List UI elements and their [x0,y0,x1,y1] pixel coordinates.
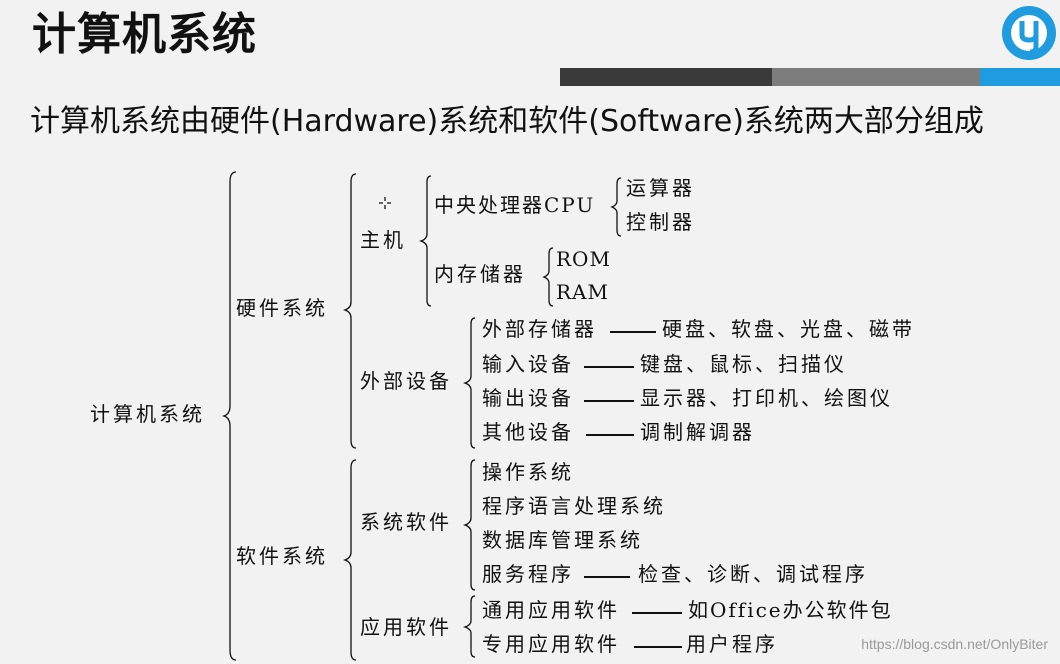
peripheral-examples: 显示器、打印机、绘图仪 [640,386,893,410]
peripheral-examples: 键盘、鼠标、扫描仪 [640,352,847,376]
connector-line [634,646,682,648]
system-software-item: 数据库管理系统 [482,528,643,552]
peripheral-item: 输出设备 [482,386,574,410]
application-software-brace [462,595,476,658]
peripheral-examples: 硬盘、软盘、光盘、磁带 [662,317,915,341]
system-software-examples: 检查、诊断、调试程序 [638,562,868,586]
memory-node: 内存储器 [434,262,526,286]
application-software-item: 专用应用软件 [482,632,620,656]
connector-line [632,612,682,614]
application-software-examples: 如Office办公软件包 [688,598,893,622]
host-node: 主机 [360,228,406,252]
connector-line [584,576,630,578]
memory-brace [542,247,554,307]
system-software-brace [462,459,476,591]
connector-line [584,366,634,368]
host-brace [418,175,432,307]
application-software-item: 通用应用软件 [482,598,620,622]
peripheral-item: 外部存储器 [482,317,597,341]
peripheral-item: 其他设备 [482,420,574,444]
system-software-item: 操作系统 [482,460,574,484]
watermark-text: https://blog.csdn.net/OnlyBiter [861,636,1048,652]
connector-line [610,331,656,333]
application-software-node: 应用软件 [360,615,452,639]
peripheral-brace [462,317,476,449]
root-node: 计算机系统 [90,402,205,426]
connector-line [584,400,634,402]
system-software-item: 程序语言处理系统 [482,494,666,518]
connector-line [586,434,634,436]
system-software-item: 服务程序 [482,562,574,586]
peripheral-node: 外部设备 [360,369,452,393]
software-brace [342,459,357,661]
cpu-child: 控制器 [626,210,695,234]
peripheral-examples: 调制解调器 [640,420,755,444]
memory-child: RAM [556,280,609,304]
system-software-node: 系统软件 [360,510,452,534]
cpu-child: 运算器 [626,176,695,200]
hardware-node: 硬件系统 [236,296,328,320]
root-brace [221,171,237,661]
software-node: 软件系统 [236,544,328,568]
application-software-examples: 用户程序 [686,632,778,656]
page-subtitle: 计算机系统由硬件(Hardware)系统和软件(Software)系统两大部分组… [30,104,984,139]
cpu-brace [610,177,622,237]
brand-logo-icon [1002,6,1056,60]
memory-child: ROM [556,247,611,271]
header-band-gray [772,68,980,86]
header-band-dark [560,68,772,86]
header-band-blue [980,68,1060,86]
peripheral-item: 输入设备 [482,352,574,376]
cpu-node: 中央处理器CPU [434,193,596,217]
page-title: 计算机系统 [32,9,257,60]
hardware-brace [342,173,357,449]
cursor-cross-icon [379,197,391,209]
